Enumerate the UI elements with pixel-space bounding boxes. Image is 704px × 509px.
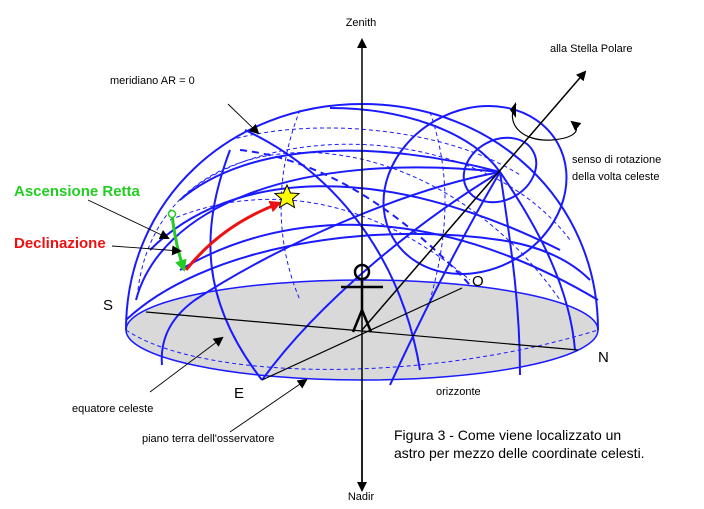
rotation-label-line2: della volta celeste	[572, 171, 659, 183]
right-ascension-label: Ascensione Retta	[14, 183, 141, 200]
north-label: N	[598, 349, 609, 366]
horizon-label: orizzonte	[436, 386, 481, 398]
leader-lines	[87, 103, 308, 433]
right-ascension-arc	[170, 213, 187, 272]
zenith-label: Zenith	[346, 17, 377, 29]
celestial-equator-back	[239, 149, 471, 286]
rotation-label-line1: senso di rotazione	[572, 154, 661, 166]
caption-line2: astro per mezzo delle coordinate celesti…	[394, 445, 645, 461]
celestial-grid	[125, 104, 599, 386]
celestial-equator-label: equatore celeste	[72, 403, 153, 415]
east-label: E	[234, 385, 244, 402]
equinox-point	[167, 209, 177, 219]
rotation-arrow	[511, 103, 582, 141]
polaris-label: alla Stella Polare	[550, 43, 633, 55]
declination-arc	[184, 200, 282, 271]
nadir-label: Nadir	[348, 491, 375, 503]
declination-label: Declinazione	[14, 235, 106, 252]
rotation-arrow-head	[510, 102, 516, 118]
south-label: S	[103, 297, 113, 314]
meridian-label: meridiano AR = 0	[110, 75, 195, 87]
polar-axis	[361, 70, 587, 331]
observer-plane-label: piano terra dell'osservatore	[142, 433, 274, 445]
west-label: O	[472, 273, 484, 290]
caption-line1: Figura 3 - Come viene localizzato un	[394, 427, 621, 443]
observer-figure	[341, 263, 383, 333]
star-icon	[273, 183, 301, 209]
